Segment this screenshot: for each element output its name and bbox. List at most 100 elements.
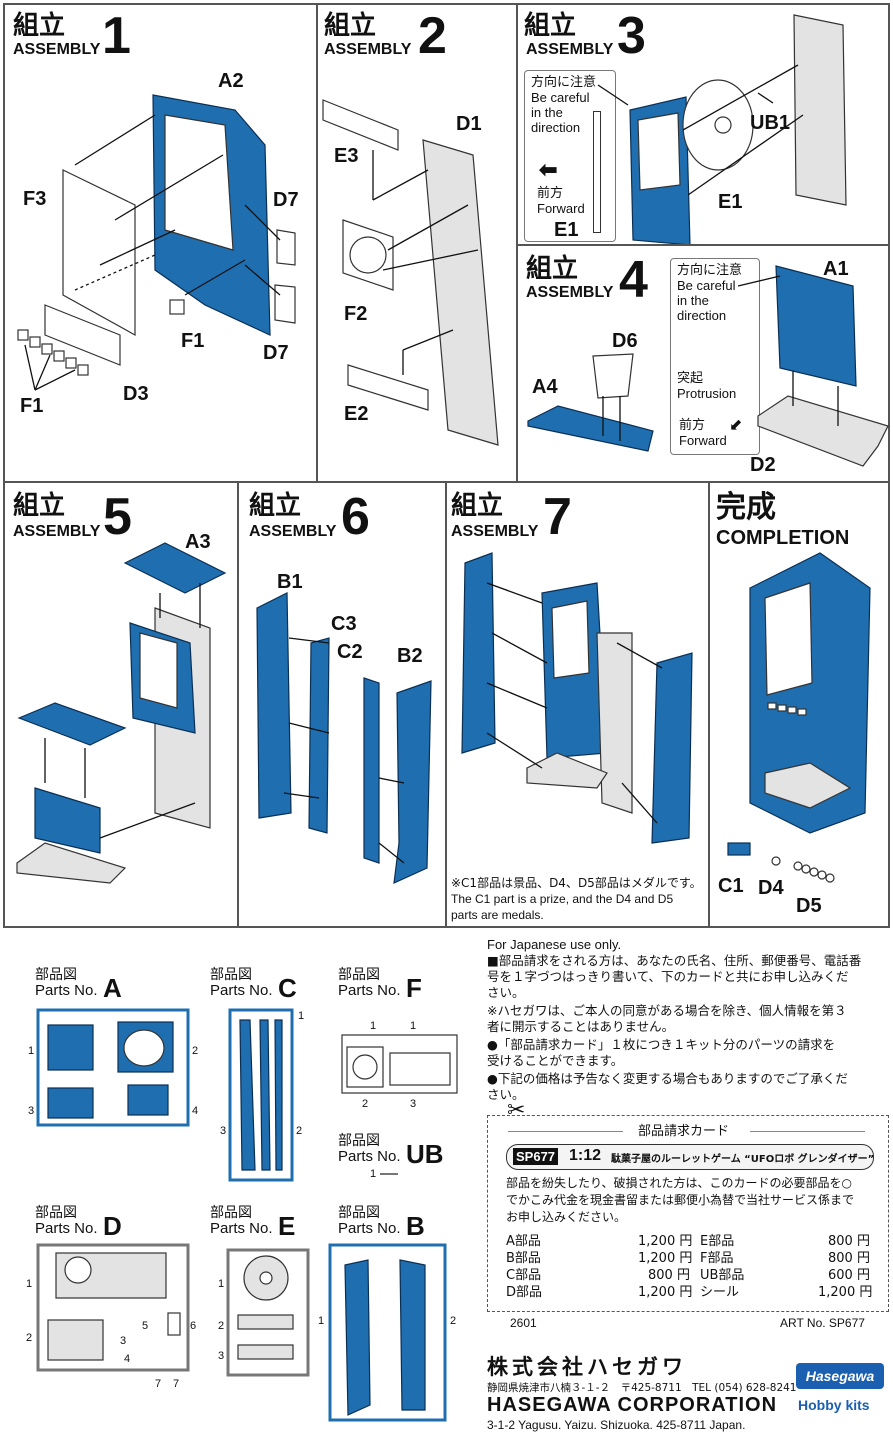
for-japanese-use: For Japanese use only. bbox=[487, 937, 622, 952]
price-part: UB部品 bbox=[700, 1268, 745, 1283]
part-label: UB1 bbox=[750, 112, 791, 134]
hasegawa-logo: Hasegawa Hobby kits bbox=[796, 1363, 886, 1427]
part-number: 1 bbox=[218, 1278, 225, 1290]
assembly-1-illustration bbox=[17, 94, 296, 391]
price-part: B部品 bbox=[506, 1251, 541, 1266]
part-label: D4 bbox=[758, 877, 784, 899]
step-title-en: ASSEMBLY bbox=[526, 284, 614, 301]
step-title-en: ASSEMBLY bbox=[324, 41, 412, 58]
part-number: 1 bbox=[298, 1010, 305, 1022]
order-line: さい。 bbox=[487, 1087, 525, 1102]
caution-en: Be careful bbox=[531, 90, 590, 105]
step-title-en: ASSEMBLY bbox=[451, 523, 539, 540]
parts-label-jp: 部品図 bbox=[35, 1205, 77, 1221]
parts-label-jp: 部品図 bbox=[210, 967, 252, 983]
card-text: でかこみ代金を現金書留または郵便小為替で当社サービス係まで bbox=[506, 1193, 855, 1207]
product-name: 駄菓子屋のルーレットゲーム “UFOロボ グレンダイザー” bbox=[611, 1154, 875, 1165]
step-title-jp: 組立 bbox=[451, 491, 504, 521]
part-label: C2 bbox=[337, 641, 363, 663]
parts-runner-f bbox=[341, 1034, 458, 1094]
part-number: 4 bbox=[192, 1105, 199, 1117]
company-name-jp: 株式会社ハセガワ bbox=[487, 1355, 687, 1379]
parts-label-en: Parts No. bbox=[338, 982, 401, 999]
step-title-en: ASSEMBLY bbox=[526, 41, 614, 58]
part-ub1 bbox=[380, 1173, 398, 1175]
step-number: 3 bbox=[617, 7, 646, 65]
caution-en: in the bbox=[677, 293, 709, 308]
parts-letter-c: C bbox=[278, 973, 297, 1003]
order-line: ■部品請求をされる方は、あなたの氏名、住所、郵便番号、電話番 bbox=[487, 953, 862, 968]
part-label: D6 bbox=[612, 330, 638, 352]
assembly-3-illustration bbox=[597, 14, 847, 246]
order-line: ※ハセガワは、ご本人の同意がある場合を除き、個人情報を第３ bbox=[487, 1003, 847, 1018]
forward-en: Forward bbox=[537, 201, 585, 216]
part-label: F3 bbox=[23, 188, 47, 210]
assembly-6-illustration bbox=[256, 592, 432, 884]
assembly-step-1-panel: 組立 ASSEMBLY 1 A2 F3 D7 F1 D7 F1 D3 bbox=[3, 3, 318, 483]
step-title-jp: 組立 bbox=[13, 491, 66, 521]
part-label: E3 bbox=[334, 145, 359, 167]
part-number: 1 bbox=[318, 1315, 325, 1327]
part-number: 2 bbox=[26, 1332, 33, 1344]
step-number: 6 bbox=[341, 488, 370, 546]
forward-jp: 前方 bbox=[679, 418, 706, 433]
part-label: C3 bbox=[331, 613, 357, 635]
step-number: 4 bbox=[619, 251, 648, 309]
step-title-jp: 組立 bbox=[324, 11, 377, 41]
assembly-4-illustration bbox=[527, 265, 889, 467]
part-label: B2 bbox=[397, 645, 423, 667]
part-label: D5 bbox=[796, 895, 822, 917]
part-number: 1 bbox=[410, 1020, 417, 1032]
part-number: 2 bbox=[362, 1098, 369, 1110]
part-number: 4 bbox=[124, 1353, 131, 1365]
parts-letter-e: E bbox=[278, 1211, 296, 1241]
part-label: D2 bbox=[750, 454, 776, 476]
price-value: 1,200 円 bbox=[818, 1285, 873, 1300]
company-address-jp: 静岡県焼津市八楠３-１-２ 〒425-8711 TEL (054) 628-82… bbox=[487, 1382, 797, 1394]
caution-box: 方向に注意 Be careful in the direction ⬅ 前方 F… bbox=[524, 70, 616, 242]
order-line: ●「部品請求カード」１枚につき１キット分のパーツの請求を bbox=[487, 1037, 836, 1052]
price-part: C部品 bbox=[506, 1268, 542, 1283]
part-label: D7 bbox=[273, 189, 299, 211]
parts-label-en: Parts No. bbox=[210, 982, 273, 999]
doc-number: 2601 bbox=[510, 1316, 537, 1330]
company-name-en: HASEGAWA CORPORATION bbox=[487, 1394, 778, 1416]
order-line: 号を１字づつはっきり書いて、下のカードと共にお申し込みくだ bbox=[487, 969, 849, 984]
step-title-jp: 組立 bbox=[249, 491, 302, 521]
caution-box: 方向に注意 Be careful in the direction 突起 Pro… bbox=[670, 258, 760, 455]
step-number: 1 bbox=[102, 7, 131, 65]
step-title-en: ASSEMBLY bbox=[249, 523, 337, 540]
step7-note-en: parts are medals. bbox=[451, 908, 544, 922]
step7-note-jp: ※C1部品は景品、D4、D5部品はメダルです。 bbox=[451, 876, 702, 890]
caution-en: Be careful bbox=[677, 278, 736, 293]
parts-label-en: Parts No. bbox=[35, 1220, 98, 1237]
protrusion-en: Protrusion bbox=[677, 386, 737, 401]
price-value: 1,200 円 bbox=[638, 1234, 693, 1249]
step-title-jp: 組立 bbox=[526, 254, 579, 284]
step-title-en: ASSEMBLY bbox=[13, 523, 101, 540]
assembly-5-illustration bbox=[16, 542, 227, 884]
price-part: F部品 bbox=[700, 1251, 734, 1266]
parts-runner-c bbox=[228, 1008, 294, 1182]
company-address-en: 3-1-2 Yagusu. Yaizu. Shizuoka. 425-8711 … bbox=[487, 1418, 746, 1432]
part-number: 1 bbox=[370, 1020, 377, 1032]
step7-note-en: The C1 part is a prize, and the D4 and D… bbox=[451, 892, 674, 906]
caution-jp: 方向に注意 bbox=[531, 75, 597, 90]
step-number: 5 bbox=[103, 488, 132, 546]
parts-section: 部品図 Parts No. A 1 2 3 4 部品図 Parts No. C … bbox=[0, 940, 485, 1435]
assembly-step-7-panel: 組立 ASSEMBLY 7 ※C1部品は景品、D4、D5部品はメダルです。 Th… bbox=[445, 481, 710, 928]
part-label: F2 bbox=[344, 303, 368, 325]
price-value: 1,200 円 bbox=[638, 1251, 693, 1266]
parts-runner-a bbox=[36, 1008, 190, 1127]
completion-illustration bbox=[727, 552, 871, 883]
parts-label-jp: 部品図 bbox=[338, 967, 380, 983]
part-number: 1 bbox=[26, 1278, 33, 1290]
completion-title-jp: 完成 bbox=[716, 490, 776, 525]
product-banner: SP677 1:12 駄菓子屋のルーレットゲーム “UFOロボ グレンダイザー” bbox=[506, 1144, 874, 1170]
price-value: 800 円 bbox=[648, 1268, 690, 1283]
part-number: 1 bbox=[370, 1168, 377, 1180]
art-number: ART No. SP677 bbox=[780, 1316, 865, 1330]
part-number: 6 bbox=[190, 1320, 197, 1332]
part-label: F1 bbox=[181, 330, 205, 352]
completion-title-en: COMPLETION bbox=[716, 527, 850, 549]
